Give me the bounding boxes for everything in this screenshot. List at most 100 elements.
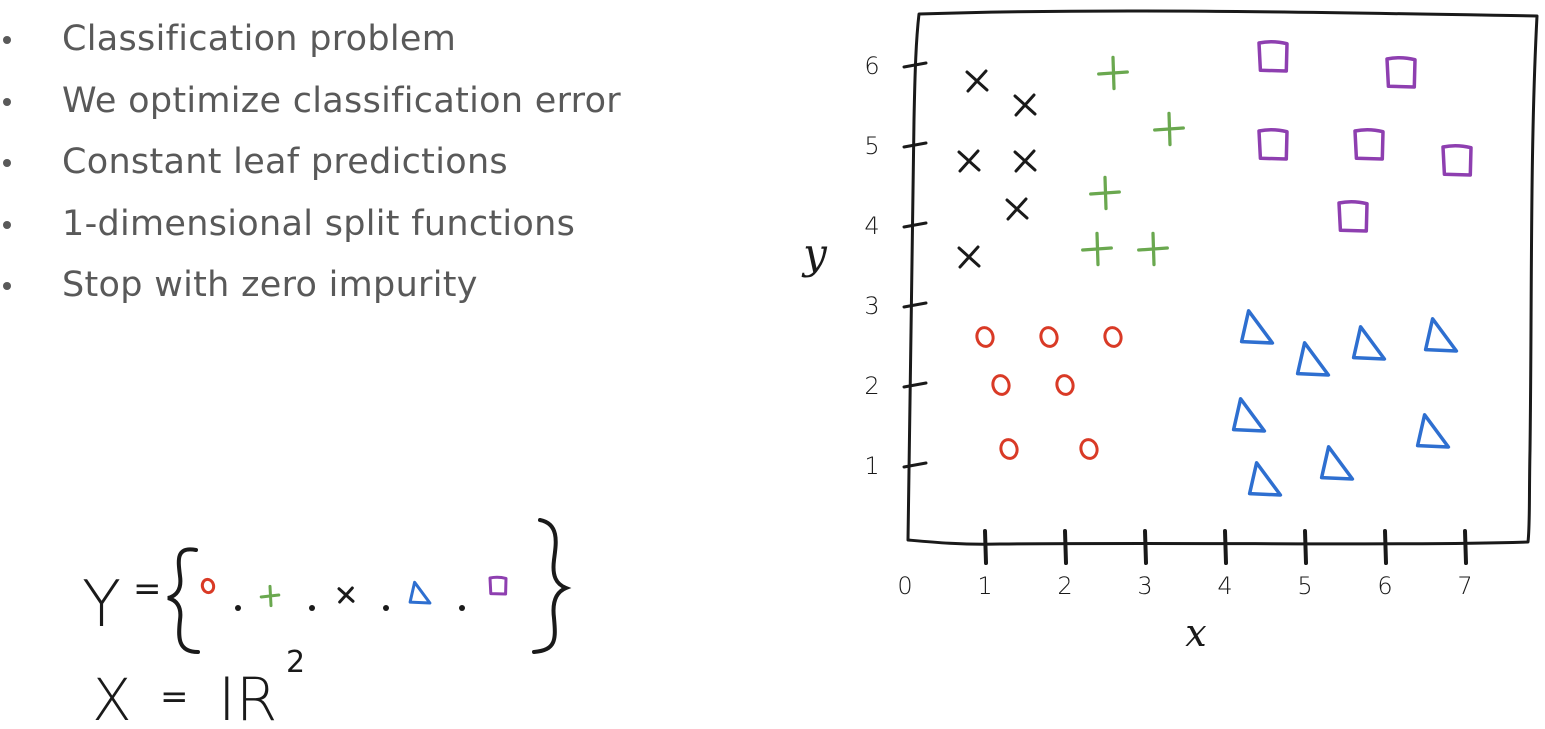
formula-comma [383, 605, 389, 611]
plus-marker [1097, 55, 1129, 91]
bullet-text: Constant leaf predictions [62, 142, 508, 182]
plus-series [1081, 55, 1185, 267]
triangle-series [1231, 309, 1459, 497]
formula-equals-1: = [133, 569, 162, 609]
triangle-marker [408, 580, 432, 605]
x-axis-title: x [1185, 611, 1206, 655]
x-tick-label: 7 [1457, 572, 1472, 600]
circle-marker [1103, 326, 1123, 348]
bullet-item: 1-dimensional split functions [0, 199, 621, 261]
bullet-dot [3, 97, 11, 106]
y-axis: 1 2 3 4 5 6 [864, 52, 928, 480]
triangle-marker [1351, 325, 1387, 361]
cross-marker [957, 149, 981, 173]
bullet-item: Classification problem [0, 14, 621, 76]
bullet-dot [3, 282, 11, 290]
x-tick [1383, 529, 1388, 565]
square-marker [1385, 55, 1417, 89]
left-brace [167, 547, 200, 654]
x-tick-label: 6 [1377, 572, 1392, 600]
x-tick [1303, 529, 1308, 565]
plot-frame [906, 9, 1539, 546]
cross-marker [957, 245, 981, 269]
formula-y-label: Y [82, 568, 121, 642]
circle-marker [200, 577, 216, 595]
x-tick-label: 0 [897, 572, 912, 600]
circle-series [975, 326, 1123, 460]
circle-marker [991, 374, 1011, 396]
x-tick-label: 1 [977, 572, 992, 600]
y-tick-label: 3 [864, 292, 879, 320]
triangle-marker [1231, 397, 1267, 433]
plus-marker [1137, 231, 1169, 267]
plus-marker [1089, 175, 1121, 211]
formula-x-label: X [92, 666, 132, 729]
y-tick [902, 461, 928, 469]
formula-comma [309, 605, 315, 611]
circle-marker [1039, 326, 1059, 348]
y-tick-label: 4 [864, 212, 879, 240]
triangle-marker [1239, 309, 1275, 345]
y-axis-title: y [801, 229, 828, 278]
formula-comma [235, 605, 241, 611]
y-tick [902, 381, 928, 389]
bullet-item: Constant leaf predictions [0, 137, 621, 199]
cross-marker [337, 586, 355, 604]
y-tick-label: 1 [864, 452, 879, 480]
circle-marker [1079, 438, 1099, 460]
bullet-item: We optimize classification error [0, 76, 621, 138]
formula-exponent: 2 [286, 645, 305, 680]
bullet-text: Classification problem [62, 19, 457, 59]
bullet-list: Classification problem We optimize class… [0, 14, 621, 322]
square-marker [1353, 127, 1385, 161]
plus-marker [1153, 111, 1185, 147]
y-tick [902, 61, 928, 69]
x-tick [1223, 529, 1228, 565]
bullet-dot [3, 36, 11, 44]
triangle-marker [1295, 341, 1331, 377]
bullet-text: Stop with zero impurity [62, 265, 478, 305]
x-tick [1143, 529, 1148, 565]
circle-marker [1055, 374, 1075, 396]
bullet-text: We optimize classification error [62, 80, 621, 121]
x-tick-label: 3 [1137, 572, 1152, 600]
x-tick-label: 2 [1057, 572, 1072, 600]
square-marker [1441, 143, 1473, 177]
bullet-text: 1-dimensional split functions [62, 203, 576, 244]
scatter-chart: 0 1 2 3 4 5 6 7 1 2 3 4 5 6 x y [801, 9, 1539, 655]
x-tick [1063, 529, 1068, 565]
plus-marker [259, 584, 281, 608]
x-tick [1463, 529, 1468, 565]
square-marker [1337, 199, 1369, 233]
circle-marker [975, 326, 995, 348]
right-brace [532, 518, 572, 654]
cross-marker [1005, 197, 1029, 221]
plus-marker [1081, 231, 1113, 267]
triangle-marker [1247, 461, 1283, 497]
bullet-dot [3, 220, 11, 229]
formula-comma [459, 605, 465, 611]
bullet-dot [3, 159, 11, 167]
x-tick [983, 529, 988, 565]
y-tick [902, 301, 928, 309]
square-marker [488, 575, 508, 596]
y-tick [902, 221, 928, 229]
triangle-marker [1423, 317, 1459, 353]
bullet-item: Stop with zero impurity [0, 260, 621, 322]
triangle-marker [1415, 413, 1451, 449]
cross-marker [965, 69, 989, 93]
y-tick [902, 141, 928, 149]
y-tick-label: 2 [864, 372, 879, 400]
y-tick-label: 6 [864, 52, 879, 80]
x-tick-label: 5 [1297, 572, 1312, 600]
formula-class-marks [200, 575, 508, 611]
formula-space: IR [218, 665, 277, 729]
y-tick-label: 5 [864, 132, 879, 160]
square-marker [1257, 127, 1289, 161]
label-set-formula: Y = X = IR 2 [82, 518, 572, 729]
circle-marker [999, 438, 1019, 460]
formula-equals-2: = [160, 677, 189, 717]
cross-marker [1013, 149, 1037, 173]
